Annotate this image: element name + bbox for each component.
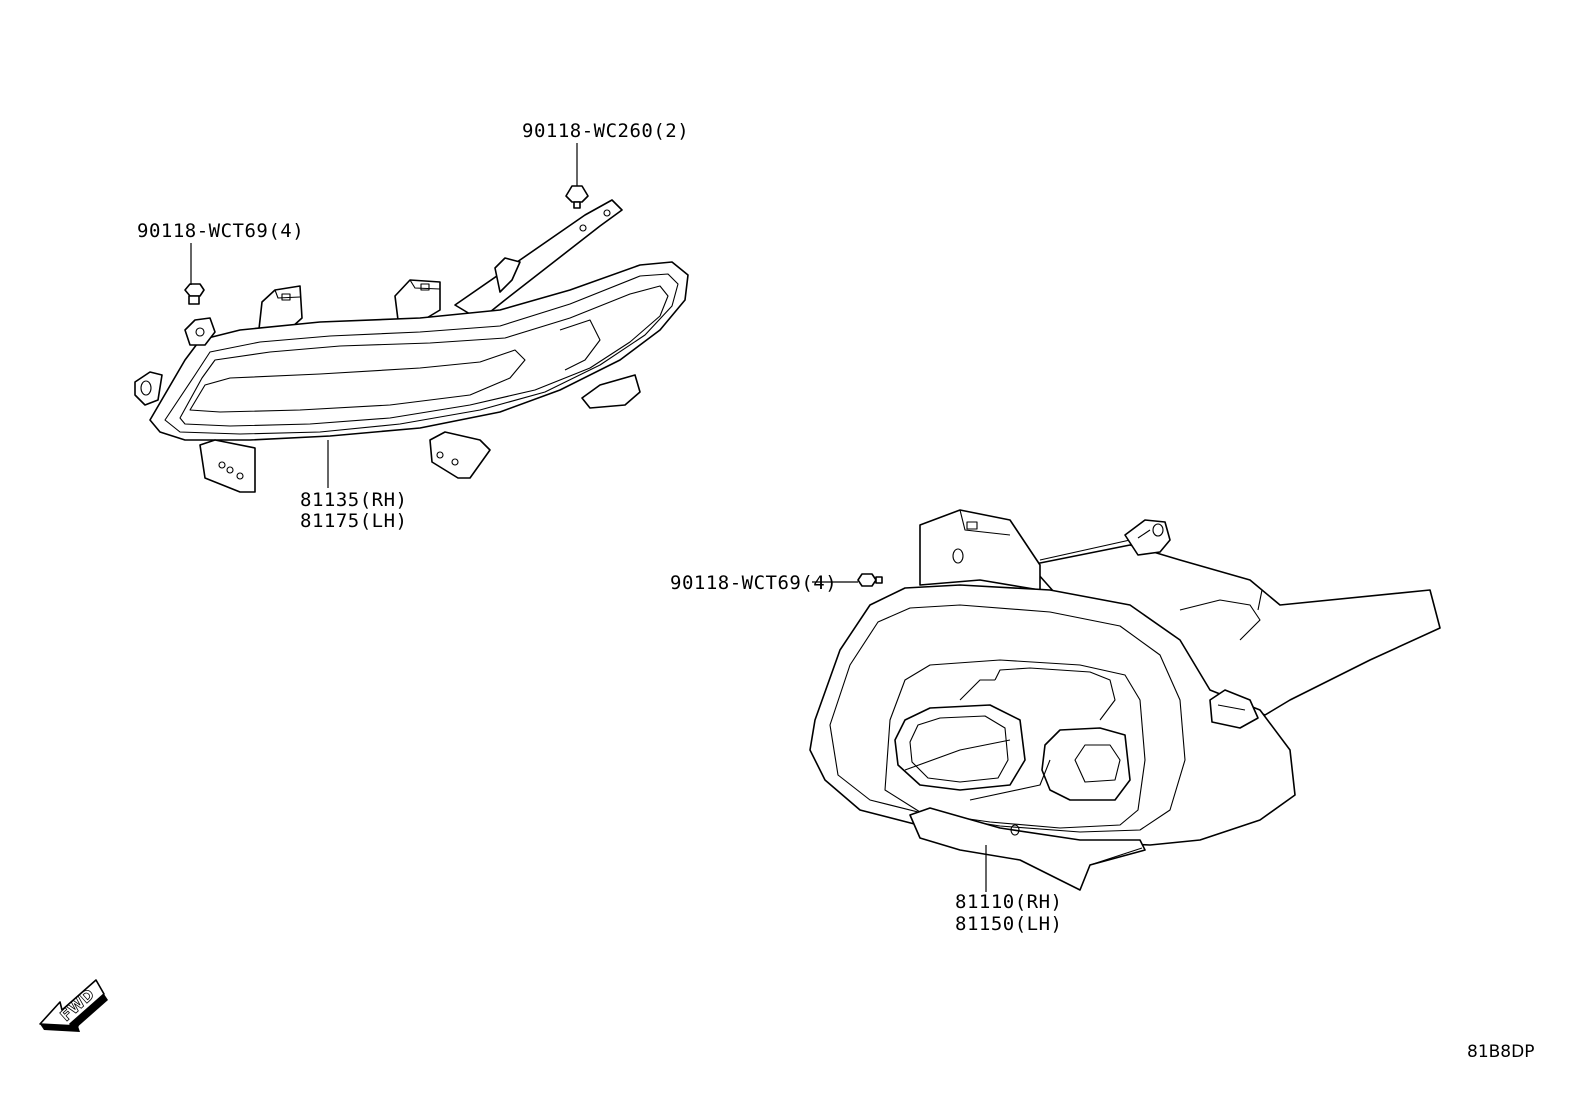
upper-part-lh-label: 81175(LH) [300, 510, 407, 532]
upper-lamp-assembly [134, 199, 689, 493]
fwd-arrow-icon: FWD [39, 979, 108, 1032]
upper-part-rh-label: 81135(RH) [300, 489, 407, 511]
lower-lamp-assembly [809, 509, 1441, 891]
fastener-left-label: 90118-WCT69(4) [137, 220, 304, 242]
clip-fastener-top [565, 185, 589, 209]
fastener-mid-label: 90118-WCT69(4) [670, 572, 837, 594]
screw-fastener-mid [857, 573, 883, 587]
lower-part-rh-label: 81110(RH) [955, 891, 1062, 913]
screw-fastener-left [184, 283, 205, 305]
fastener-top-label: 90118-WC260(2) [522, 120, 689, 142]
diagram-code: 81B8DP [1467, 1042, 1534, 1062]
leader-lines [190, 143, 987, 892]
lower-part-lh-label: 81150(LH) [955, 913, 1062, 935]
